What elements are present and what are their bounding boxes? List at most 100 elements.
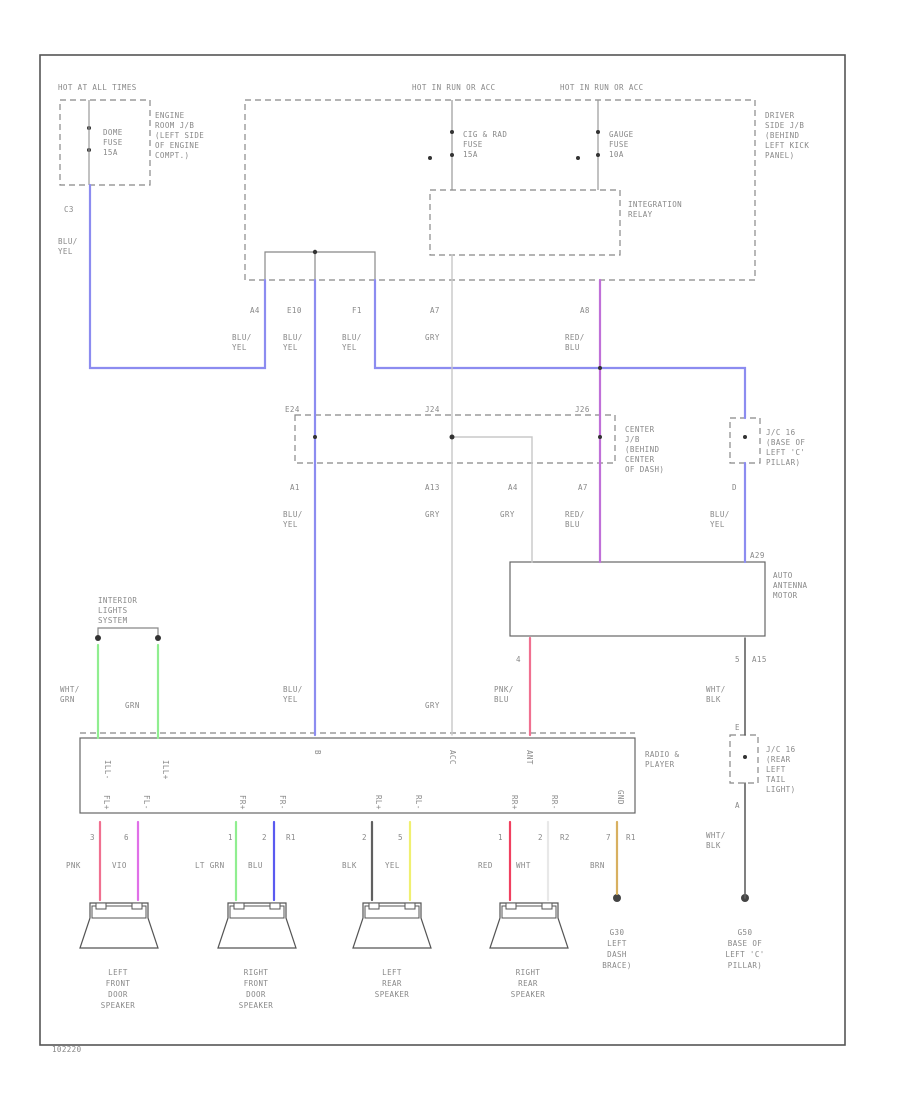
radio-player-box [79, 737, 636, 814]
wire-label-blu-yel-f1: BLU/YEL [342, 333, 362, 352]
jc16-bottom-box [729, 734, 759, 784]
dome-fuse [87, 100, 91, 185]
wire-label-gry-top: GRY [425, 333, 440, 342]
radio-pin-fl-plus: FL+ [102, 795, 111, 810]
pin-a7-top: A7 [430, 306, 440, 315]
diagram-frame [39, 54, 846, 1046]
wire-label-pnk-blu: PNK/BLU [494, 685, 514, 704]
spk-wire-color-3: BLU [248, 861, 263, 870]
auto-antenna-motor-box [509, 561, 766, 637]
splice-dot-jc16-top [743, 435, 747, 439]
wire-label-blu-yel-c3: BLU/YEL [58, 237, 78, 256]
radio-pin-rl-minus: RL- [414, 795, 423, 810]
conn-c3-label: C3 [64, 205, 74, 214]
interior-lights-terminal-2 [155, 635, 161, 641]
radio-pin-ant: ANT [525, 750, 534, 765]
pin-e10: E10 [287, 306, 302, 315]
pin-a13-center: A13 [425, 483, 440, 492]
jc16-top-box [729, 417, 761, 464]
wire-layer [88, 183, 747, 902]
speaker-left-front [79, 902, 159, 949]
splice-dot-red-blu-cross [598, 366, 602, 370]
pin-a7-center: A7 [578, 483, 588, 492]
radio-conn-r1-a: R1 [286, 833, 296, 842]
wire-label-blu-yel-mid: BLU/YEL [283, 510, 303, 529]
spk-wire-num-5: 5 [398, 833, 403, 842]
pin-j26: J26 [575, 405, 590, 414]
cig-rad-fuse [428, 100, 454, 190]
spk-wire-color-0: PNK [66, 861, 81, 870]
spk-wire-num-4: 2 [362, 833, 367, 842]
speaker-left-rear [352, 902, 432, 949]
wire-label-blu-yel-a4: BLU/YEL [232, 333, 252, 352]
radio-pin-rr-minus: RR- [550, 795, 559, 810]
pin-e24: E24 [285, 405, 300, 414]
spk-wire-num-8: 7 [606, 833, 611, 842]
splice-dot-jc16-bottom [743, 755, 747, 759]
jb-splice-dot [312, 249, 318, 255]
wire-blu-yel-c3-to-a4 [88, 183, 267, 370]
radio-pin-ill-plus: ILL+ [161, 760, 170, 780]
radio-pin-fr-minus: FR- [278, 795, 287, 810]
pin-e-jc16-bottom: E [735, 723, 740, 732]
pin-a29: A29 [750, 551, 765, 560]
integration-relay-box [429, 189, 621, 256]
radio-pin-gnd: GND [616, 790, 625, 805]
wire-blu-yel-f1-to-jc16 [373, 278, 747, 420]
pin-a8: A8 [580, 306, 590, 315]
wire-gry-a4-to-antenna [451, 436, 533, 563]
pin-j24: J24 [425, 405, 440, 414]
hot-in-run-2-label: HOT IN RUN OR ACC [560, 83, 644, 92]
spk-wire-color-6: RED [478, 861, 493, 870]
spk-wire-color-1: VIO [112, 861, 127, 870]
wire-label-blu-yel-jc: BLU/YEL [710, 510, 730, 529]
spk-wire-num-6: 1 [498, 833, 503, 842]
hot-in-run-1-label: HOT IN RUN OR ACC [412, 83, 496, 92]
spk-wire-color-4: BLK [342, 861, 357, 870]
interior-lights-link [97, 627, 159, 638]
splice-dot-center-blu [313, 435, 317, 439]
pin-4-antenna: 4 [516, 655, 521, 664]
splice-dot-center-gry [449, 434, 455, 440]
pin-a15: A15 [752, 655, 767, 664]
gauge-fuse [576, 100, 600, 190]
pin-f1: F1 [352, 306, 362, 315]
speaker-right-front [217, 902, 297, 949]
wire-label-red-blu-top: RED/BLU [565, 333, 585, 352]
radio-pin-rr-plus: RR+ [510, 795, 519, 810]
spk-wire-color-7: WHT [516, 861, 531, 870]
wire-label-gry-radio: GRY [425, 701, 440, 710]
wire-label-blu-yel-e10: BLU/YEL [283, 333, 303, 352]
radio-pin-fl-minus: FL- [142, 795, 151, 810]
wire-label-gry-mid2: GRY [500, 510, 515, 519]
wire-label-wht-blk-bottom: WHT/BLK [706, 831, 726, 850]
radio-pin-b: B [313, 750, 322, 755]
wire-label-red-blu-mid: RED/BLU [565, 510, 585, 529]
wire-label-gry-mid1: GRY [425, 510, 440, 519]
interior-lights-terminal-1 [95, 635, 101, 641]
spk-wire-num-0: 3 [90, 833, 95, 842]
splice-dot-center-red [598, 435, 602, 439]
radio-pin-rl-plus: RL+ [374, 795, 383, 810]
jb-internal-bus [264, 251, 376, 280]
spk-wire-num-3: 2 [262, 833, 267, 842]
pin-a-jc16-bottom: A [735, 801, 740, 810]
wire-label-blu-yel-radio: BLU/YEL [283, 685, 303, 704]
pin-d-jc16: D [732, 483, 737, 492]
spk-wire-num-2: 1 [228, 833, 233, 842]
center-jb-box [294, 414, 616, 464]
spk-wire-color-8: BRN [590, 861, 605, 870]
